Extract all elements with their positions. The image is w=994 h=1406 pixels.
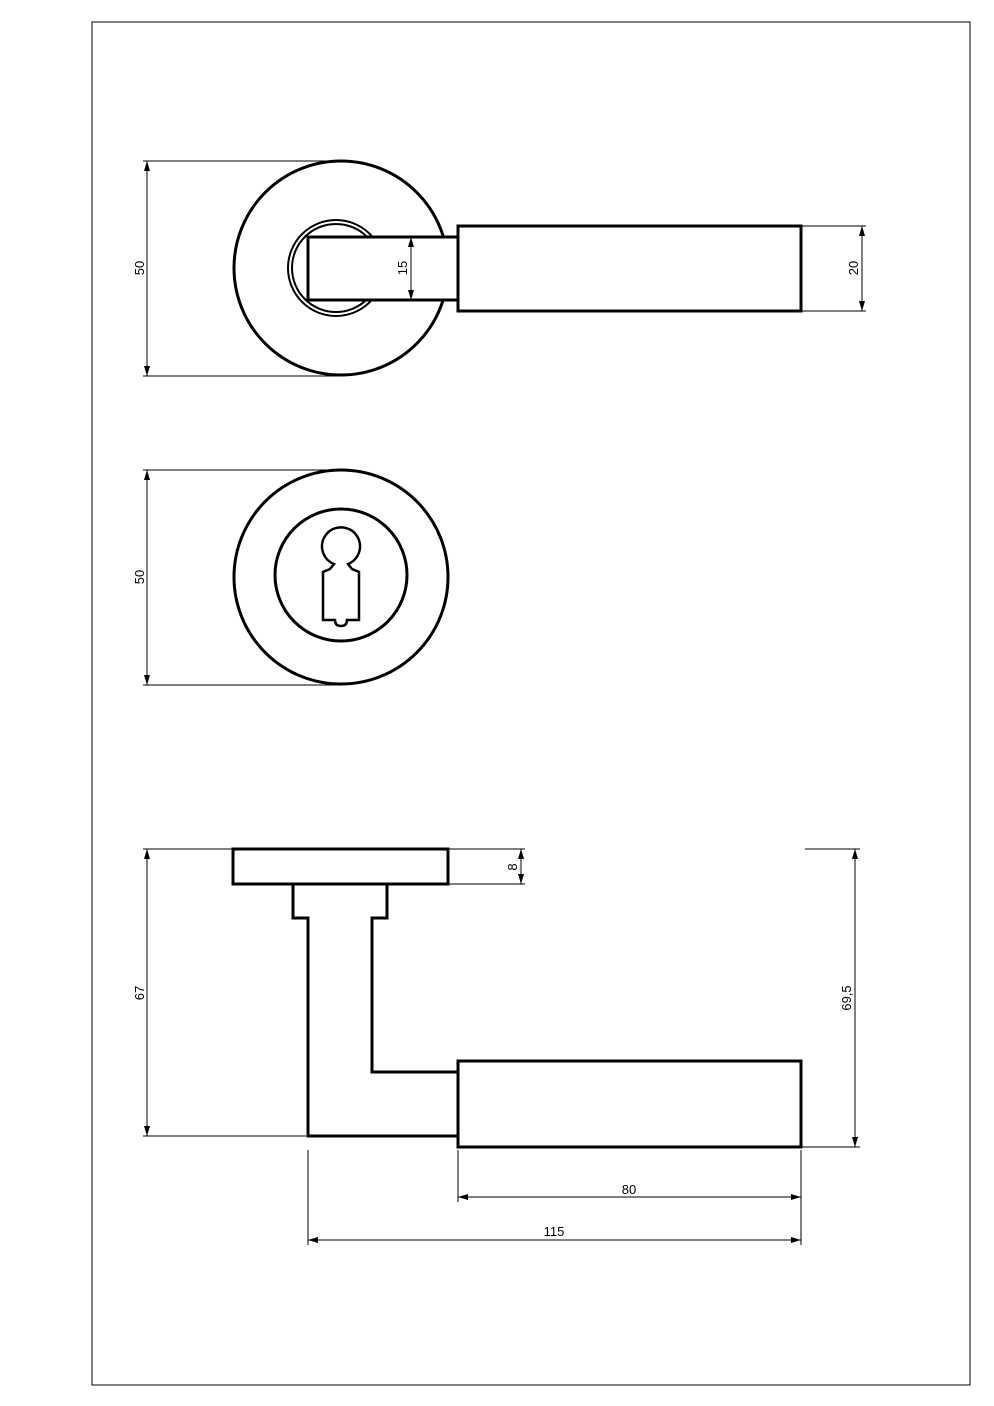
dim-height-to-stem: 67: [132, 986, 147, 1000]
escutcheon-inner: [273, 507, 409, 643]
stem: [306, 235, 460, 302]
front-view-escutcheon: 50: [132, 468, 450, 686]
dim-stem-height: 15: [395, 261, 410, 275]
side-view-lever: 8 67 69,5 80 115: [132, 847, 860, 1245]
dim-rose-thickness: 8: [505, 863, 520, 870]
dim-total-length: 115: [544, 1224, 565, 1239]
dim-rose-diameter: 50: [132, 261, 147, 275]
keyhole-icon: [320, 526, 362, 628]
lever-grip-side: [456, 1059, 803, 1149]
drawing-frame: [91, 21, 971, 1386]
dim-lever-length: 80: [622, 1182, 636, 1197]
dim-lever-height: 20: [846, 261, 861, 275]
lever-body-side: [291, 884, 458, 1138]
rose-side: [231, 847, 450, 886]
dim-height-total: 69,5: [839, 985, 854, 1010]
escutcheon-outer: [232, 468, 450, 686]
dim-escutcheon-diameter: 50: [132, 570, 147, 584]
lever-grip: [456, 224, 803, 313]
front-view-lever: 50 15 20: [132, 159, 866, 377]
